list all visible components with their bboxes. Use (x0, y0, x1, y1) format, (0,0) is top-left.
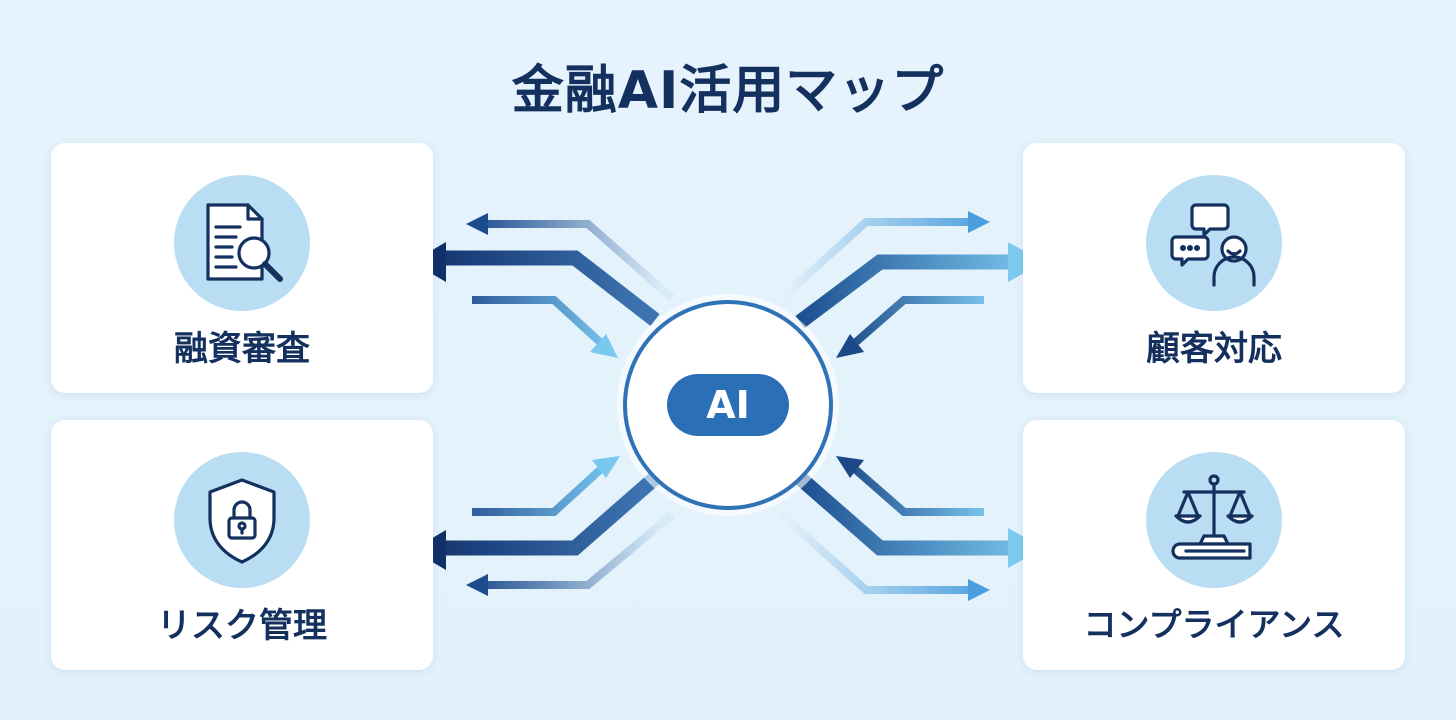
document-search-icon (206, 203, 283, 282)
icon-circle (1146, 452, 1282, 588)
icon-circle (174, 175, 310, 311)
arrow-right-top-main (795, 242, 1044, 328)
arrow-left-bottom-inbound (472, 456, 620, 516)
arrow-left-bottom-lower (466, 511, 675, 596)
card-customer-service: 顧客対応 (1023, 143, 1405, 393)
ai-hub: AI (623, 300, 833, 510)
card-compliance: コンプライアンス (1023, 420, 1405, 670)
card-label-customer-service: 顧客対応 (1146, 329, 1282, 369)
arrow-right-top-upper (779, 211, 990, 301)
arrow-right-bottom-main (795, 472, 1044, 568)
icon-circle (1146, 175, 1282, 311)
arrow-right-bottom-lower (779, 512, 990, 601)
card-label-compliance: コンプライアンス (1083, 605, 1345, 644)
icon-circle (174, 452, 310, 588)
card-label-risk-management: リスク管理 (157, 606, 327, 646)
arrow-left-top-upper (466, 213, 675, 302)
card-risk-management: リスク管理 (51, 420, 433, 670)
arrow-right-bottom-inbound (836, 456, 984, 516)
shield-lock-icon (208, 478, 276, 564)
arrow-left-top-inbound (472, 296, 618, 358)
chat-person-icon (1170, 203, 1256, 287)
page-title: 金融AI活用マップ (511, 61, 945, 121)
card-loan-screening: 融資審査 (51, 143, 433, 393)
arrow-right-top-inbound (836, 296, 984, 358)
ai-hub-label: AI (667, 374, 789, 436)
scales-book-icon (1171, 474, 1254, 560)
card-label-loan-screening: 融資審査 (174, 329, 310, 369)
